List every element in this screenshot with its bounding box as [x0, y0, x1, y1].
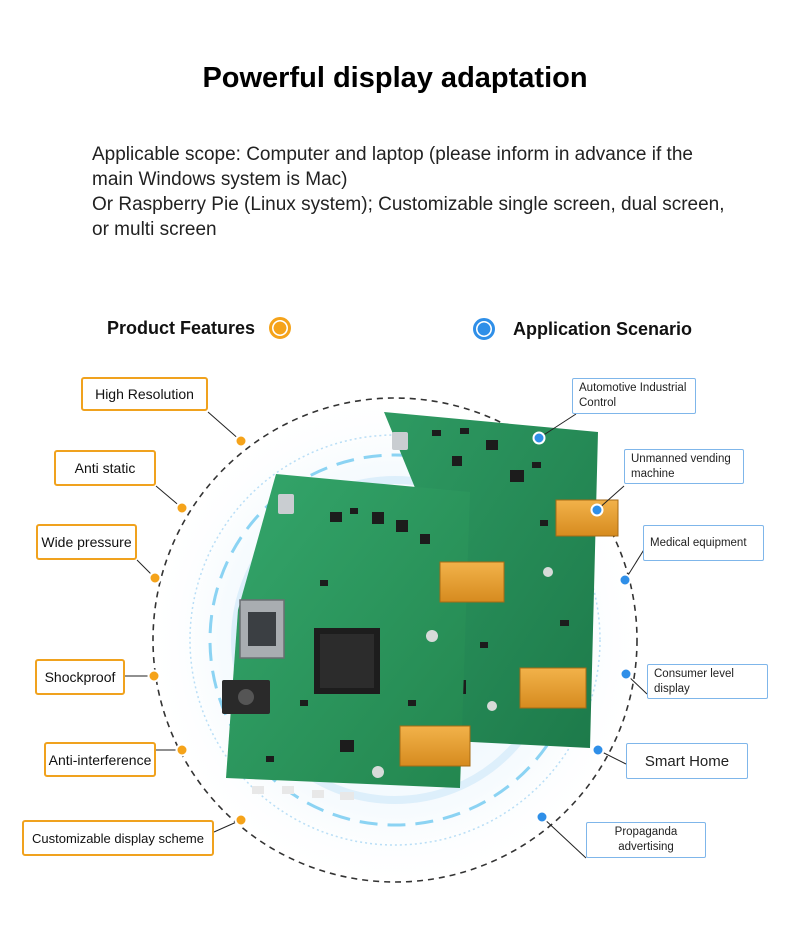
legend-application-scenario: Application Scenario [473, 318, 692, 340]
hdmi-port-icon [239, 599, 285, 659]
feature-label: Shockproof [35, 659, 125, 695]
feature-label: Anti static [54, 450, 156, 486]
application-dots [532, 431, 633, 824]
application-label: Unmanned vending machine [624, 449, 744, 484]
application-label: Consumer level display [647, 664, 768, 699]
fpc-connector-icon [439, 561, 505, 603]
fpc-connector-icon [519, 667, 587, 709]
feature-label: High Resolution [81, 377, 208, 411]
application-label: Automotive Industrial Control [572, 378, 696, 414]
legend-product-features: Product Features [107, 317, 292, 339]
audio-jack-icon [222, 680, 270, 714]
page-title: Powerful display adaptation [202, 62, 588, 94]
description-line: Or Raspberry Pie (Linux system); Customi… [92, 194, 725, 215]
orange-dot-icon [269, 317, 292, 339]
description-line: main Windows system is Mac) [92, 169, 348, 190]
feature-label: Customizable display scheme [22, 820, 214, 856]
description: Applicable scope: Computer and laptop (p… [92, 142, 772, 242]
fpc-connector-icon [399, 725, 471, 767]
main-dashed-circle [152, 397, 638, 883]
legend-label: Product Features [107, 317, 256, 338]
description-line: or multi screen [92, 219, 217, 240]
usb-port-icon [392, 432, 408, 450]
usb-port-icon [278, 494, 294, 514]
fpc-connector-icon [555, 499, 619, 537]
description-line: Applicable scope: Computer and laptop (p… [92, 144, 693, 165]
feature-dots [147, 434, 248, 827]
chip-icon [314, 628, 380, 694]
feature-label: Anti-interference [44, 742, 156, 777]
application-label: Medical equipment [643, 525, 764, 561]
application-label: Propaganda advertising [586, 822, 706, 858]
application-label: Smart Home [626, 743, 748, 779]
legend-label: Application Scenario [513, 318, 693, 339]
feature-label: Wide pressure [36, 524, 137, 560]
blue-dot-icon [473, 318, 495, 340]
front-circuit-board [222, 474, 505, 800]
